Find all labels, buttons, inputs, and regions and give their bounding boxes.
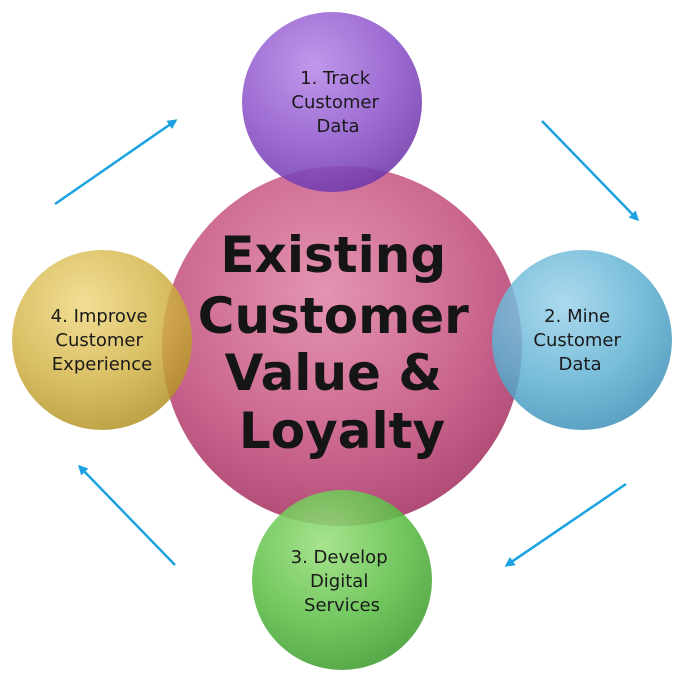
step-3-circle bbox=[252, 490, 432, 670]
arrow-top-right bbox=[541, 120, 640, 222]
step-1-label: 1. Track Customer Data bbox=[291, 68, 384, 137]
center-line-4: Loyalty bbox=[239, 402, 445, 460]
step-1-line-2: Customer bbox=[291, 92, 379, 113]
step-4-line-2: Customer bbox=[55, 330, 143, 351]
step-2-line-1: 2. Mine bbox=[544, 306, 610, 327]
step-2-line-2: Customer bbox=[533, 330, 621, 351]
arrow-top-left bbox=[54, 119, 178, 206]
step-3-line-2: Digital bbox=[310, 571, 368, 592]
center-line-3: Value & bbox=[225, 344, 442, 402]
center-circle bbox=[162, 166, 522, 526]
step-4-circle bbox=[12, 250, 192, 430]
center-title: Existing Customer Value & Loyalty bbox=[198, 226, 486, 460]
arrow-bottom-right bbox=[504, 482, 627, 567]
step-3-line-1: 3. Develop bbox=[291, 547, 388, 568]
step-2-line-3: Data bbox=[559, 354, 602, 375]
step-4-label: 4. Improve Customer Experience bbox=[51, 306, 154, 375]
step-2-circle bbox=[492, 250, 672, 430]
arrow-bottom-left bbox=[77, 464, 176, 566]
step-3-line-3: Services bbox=[304, 595, 380, 616]
center-line-2: Customer bbox=[198, 287, 469, 345]
step-4-line-1: 4. Improve bbox=[51, 306, 148, 327]
step-1-line-3: Data bbox=[317, 116, 360, 137]
step-4-line-3: Experience bbox=[52, 354, 152, 375]
step-3-label: 3. Develop Digital Services bbox=[291, 547, 394, 616]
step-2-label: 2. Mine Customer Data bbox=[533, 306, 626, 375]
step-1-line-1: 1. Track bbox=[300, 68, 371, 89]
center-line-1: Existing bbox=[220, 226, 446, 284]
step-1-circle bbox=[242, 12, 422, 192]
